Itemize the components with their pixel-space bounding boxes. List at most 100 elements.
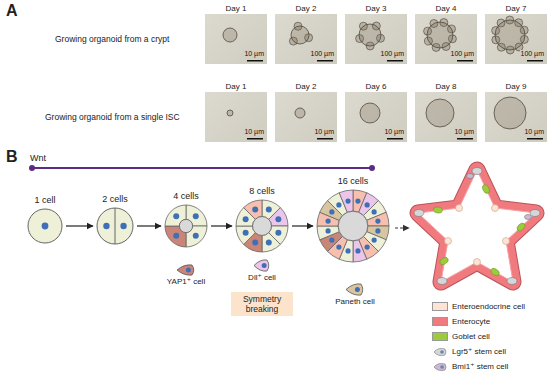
cell-drawing <box>316 189 390 263</box>
scale-label: 10 µm <box>313 128 335 136</box>
embryo-stage: 16 cells <box>316 189 390 263</box>
embryo-stage: 8 cells <box>235 199 289 253</box>
organoid-body <box>427 22 453 48</box>
nucleus <box>42 223 49 230</box>
scale-label: 10 µm <box>523 128 545 136</box>
nucleus <box>325 218 330 223</box>
cell-segment <box>317 226 339 240</box>
embryo-stage: 4 cells <box>164 204 208 248</box>
organoid-photo: Day 810 µm <box>415 92 477 142</box>
organoid-body <box>227 110 233 116</box>
embryo-stage: 2 cells <box>96 207 134 245</box>
nucleus <box>103 223 109 229</box>
cell-icon: YAP1⁺ cell <box>176 264 196 276</box>
organoid-photo: Day 210 µm <box>275 92 337 142</box>
cell-body <box>97 208 133 244</box>
nucleus <box>329 209 334 214</box>
box-text: Symmetry breaking <box>233 294 291 314</box>
day-label: Day 7 <box>506 4 527 13</box>
scale-label: 10 µm <box>243 128 265 136</box>
legend-swatch <box>432 317 448 326</box>
row-title: Growing organoid from a single ISC <box>45 112 180 122</box>
cell-label: Paneth cell <box>335 297 375 306</box>
legend-text: Enteroendocrine cell <box>452 301 525 312</box>
nucleus <box>336 202 341 207</box>
cell-drawing <box>235 199 289 253</box>
organoid-photo: Day 7100 µm <box>485 14 547 64</box>
cell-drawing <box>164 204 208 248</box>
day-label: Day 2 <box>296 4 317 13</box>
nucleus <box>275 216 281 222</box>
stem-cell-shape <box>434 348 446 355</box>
day-label: Day 9 <box>506 82 527 91</box>
legend-text: Goblet cell <box>452 331 490 342</box>
nucleus <box>329 238 334 243</box>
scale-bar <box>387 60 403 62</box>
scale-bar <box>527 60 543 62</box>
scale-bar <box>247 60 263 62</box>
organoid-body <box>426 99 454 127</box>
organoid <box>414 168 540 285</box>
embryo-stage: 1 cell <box>27 208 63 244</box>
nucleus <box>243 230 249 236</box>
scale-label: 10 µm <box>243 50 265 58</box>
process-box: Symmetry breaking <box>231 292 293 316</box>
cell-outline <box>254 260 269 271</box>
organoid-body <box>291 26 309 44</box>
stage-label: 16 cells <box>338 176 369 186</box>
nucleus <box>262 263 267 268</box>
scale-label: 100 µm <box>520 50 546 58</box>
day-label: Day 4 <box>436 4 457 13</box>
organoid-body <box>495 20 525 50</box>
nucleus <box>252 239 258 245</box>
cell-icon-shape <box>345 283 365 296</box>
legend-text: Enterocyte <box>452 316 490 327</box>
nucleus <box>173 233 179 239</box>
organoid-photo: Day 3100 µm <box>345 14 407 64</box>
legend-symbol <box>432 362 448 372</box>
nucleus <box>336 245 341 250</box>
nucleus <box>186 268 191 273</box>
organoid-body <box>360 103 380 123</box>
nucleus <box>355 287 360 292</box>
scale-label: 100 µm <box>310 50 336 58</box>
nucleus <box>372 209 377 214</box>
stage-label: 4 cells <box>173 191 199 201</box>
organoid-photo: Day 110 µm <box>205 92 267 142</box>
scale-bar <box>317 60 333 62</box>
nucleus <box>120 223 126 229</box>
dashed-arrow <box>395 227 409 228</box>
cell-icon: Dll⁺ cell <box>253 259 271 272</box>
nucleus <box>365 245 370 250</box>
cell-body <box>28 209 62 243</box>
nucleus <box>275 230 281 236</box>
cell-label: YAP1⁺ cell <box>167 277 205 286</box>
nucleus <box>375 228 380 233</box>
scale-bar <box>457 138 473 140</box>
lumen <box>253 217 272 236</box>
nucleus <box>365 202 370 207</box>
organoid-photo: Day 910 µm <box>485 92 547 142</box>
lumen <box>179 219 192 232</box>
cell-icon-shape <box>176 264 196 276</box>
nucleus <box>372 238 377 243</box>
scale-label: 100 µm <box>450 50 476 58</box>
nucleus <box>252 207 258 213</box>
nucleus <box>375 218 380 223</box>
scale-bar <box>527 138 543 140</box>
lumen <box>338 211 368 241</box>
cell-outline <box>177 265 194 275</box>
wnt-dot <box>29 165 35 171</box>
panel-letter: B <box>6 148 18 166</box>
flow-arrow <box>137 225 161 226</box>
day-label: Day 1 <box>226 4 247 13</box>
stage-label: 1 cell <box>34 195 55 205</box>
cell-icon: Paneth cell <box>345 283 365 296</box>
legend-text: Lgr5⁺ stem cell <box>452 346 506 357</box>
organoid-body <box>223 28 237 42</box>
nucleus <box>440 365 444 369</box>
nucleus <box>193 233 199 239</box>
scale-bar <box>457 60 473 62</box>
nucleus <box>173 213 179 219</box>
flow-arrow <box>211 225 232 226</box>
